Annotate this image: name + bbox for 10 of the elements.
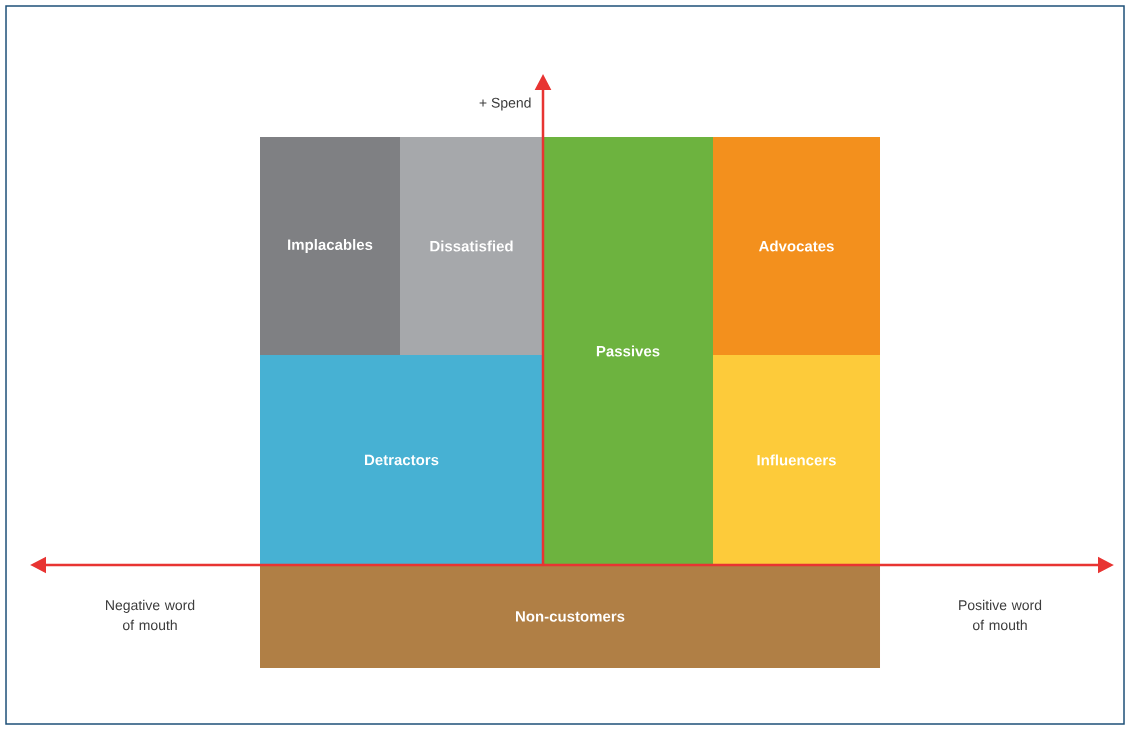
axis-label: Negative word of mouth xyxy=(106,599,195,631)
axis-label: + Spend xyxy=(479,97,531,111)
segment-box: Advocates xyxy=(713,137,880,355)
segment-box: Dissatisfied xyxy=(400,137,543,355)
segment-box: Detractors xyxy=(260,355,543,565)
segment-box: Influencers xyxy=(713,355,880,565)
axis-label: Positive word of mouth xyxy=(959,599,1042,631)
segment-box: Non-customers xyxy=(260,565,880,668)
segment-box: Passives xyxy=(543,137,713,565)
segment-box: Implacables xyxy=(260,137,400,355)
